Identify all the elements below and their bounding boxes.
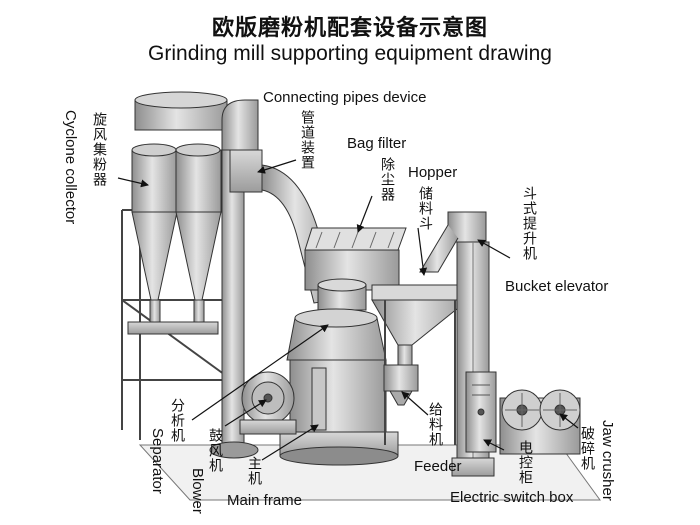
label-jaw-crusher-cn: 破碎机 xyxy=(579,426,595,471)
label-bag-filter-cn: 除尘器 xyxy=(379,157,395,202)
label-connecting-pipes-en: Connecting pipes device xyxy=(263,89,427,106)
electric-switch-box xyxy=(465,371,497,453)
label-blower-en: Blower xyxy=(189,468,206,514)
jaw-crusher xyxy=(499,389,581,455)
feeder xyxy=(383,364,419,406)
title-english: Grinding mill supporting equipment drawi… xyxy=(148,42,552,65)
label-feeder-cn: 给料机 xyxy=(427,402,443,447)
label-separator-en: Separator xyxy=(149,428,166,494)
label-bag-filter-en: Bag filter xyxy=(347,135,407,152)
label-connecting-pipes-cn: 管道装置 xyxy=(299,110,315,170)
leader-arrows xyxy=(117,159,579,461)
label-cyclone-en: Cyclone collector xyxy=(62,110,79,225)
label-jaw-crusher-en: Jaw crusher xyxy=(599,420,616,501)
label-separator-cn: 分析机 xyxy=(169,398,185,443)
label-bucket-elevator-en: Bucket elevator xyxy=(505,278,609,295)
label-blower-cn: 鼓风机 xyxy=(207,428,223,473)
label-hopper-en: Hopper xyxy=(408,164,458,181)
label-hopper-cn: 储料斗 xyxy=(417,186,433,231)
label-switch-box-cn: 电控柜 xyxy=(517,440,533,485)
bag-filter xyxy=(304,227,407,291)
title-chinese: 欧版磨粉机配套设备示意图 xyxy=(211,16,488,41)
label-main-frame-cn: 主机 xyxy=(246,456,262,486)
cyclone-collector xyxy=(127,91,228,335)
bucket-elevator xyxy=(419,211,495,477)
main-mill xyxy=(279,278,399,466)
label-bucket-elevator-cn: 斗式提升机 xyxy=(521,186,537,261)
label-feeder-en: Feeder xyxy=(414,458,462,475)
hopper xyxy=(371,284,470,445)
label-cyclone-cn: 旋风集粉器 xyxy=(91,112,107,187)
label-main-frame-en: Main frame xyxy=(227,492,303,509)
label-switch-box-en: Electric switch box xyxy=(450,489,574,506)
